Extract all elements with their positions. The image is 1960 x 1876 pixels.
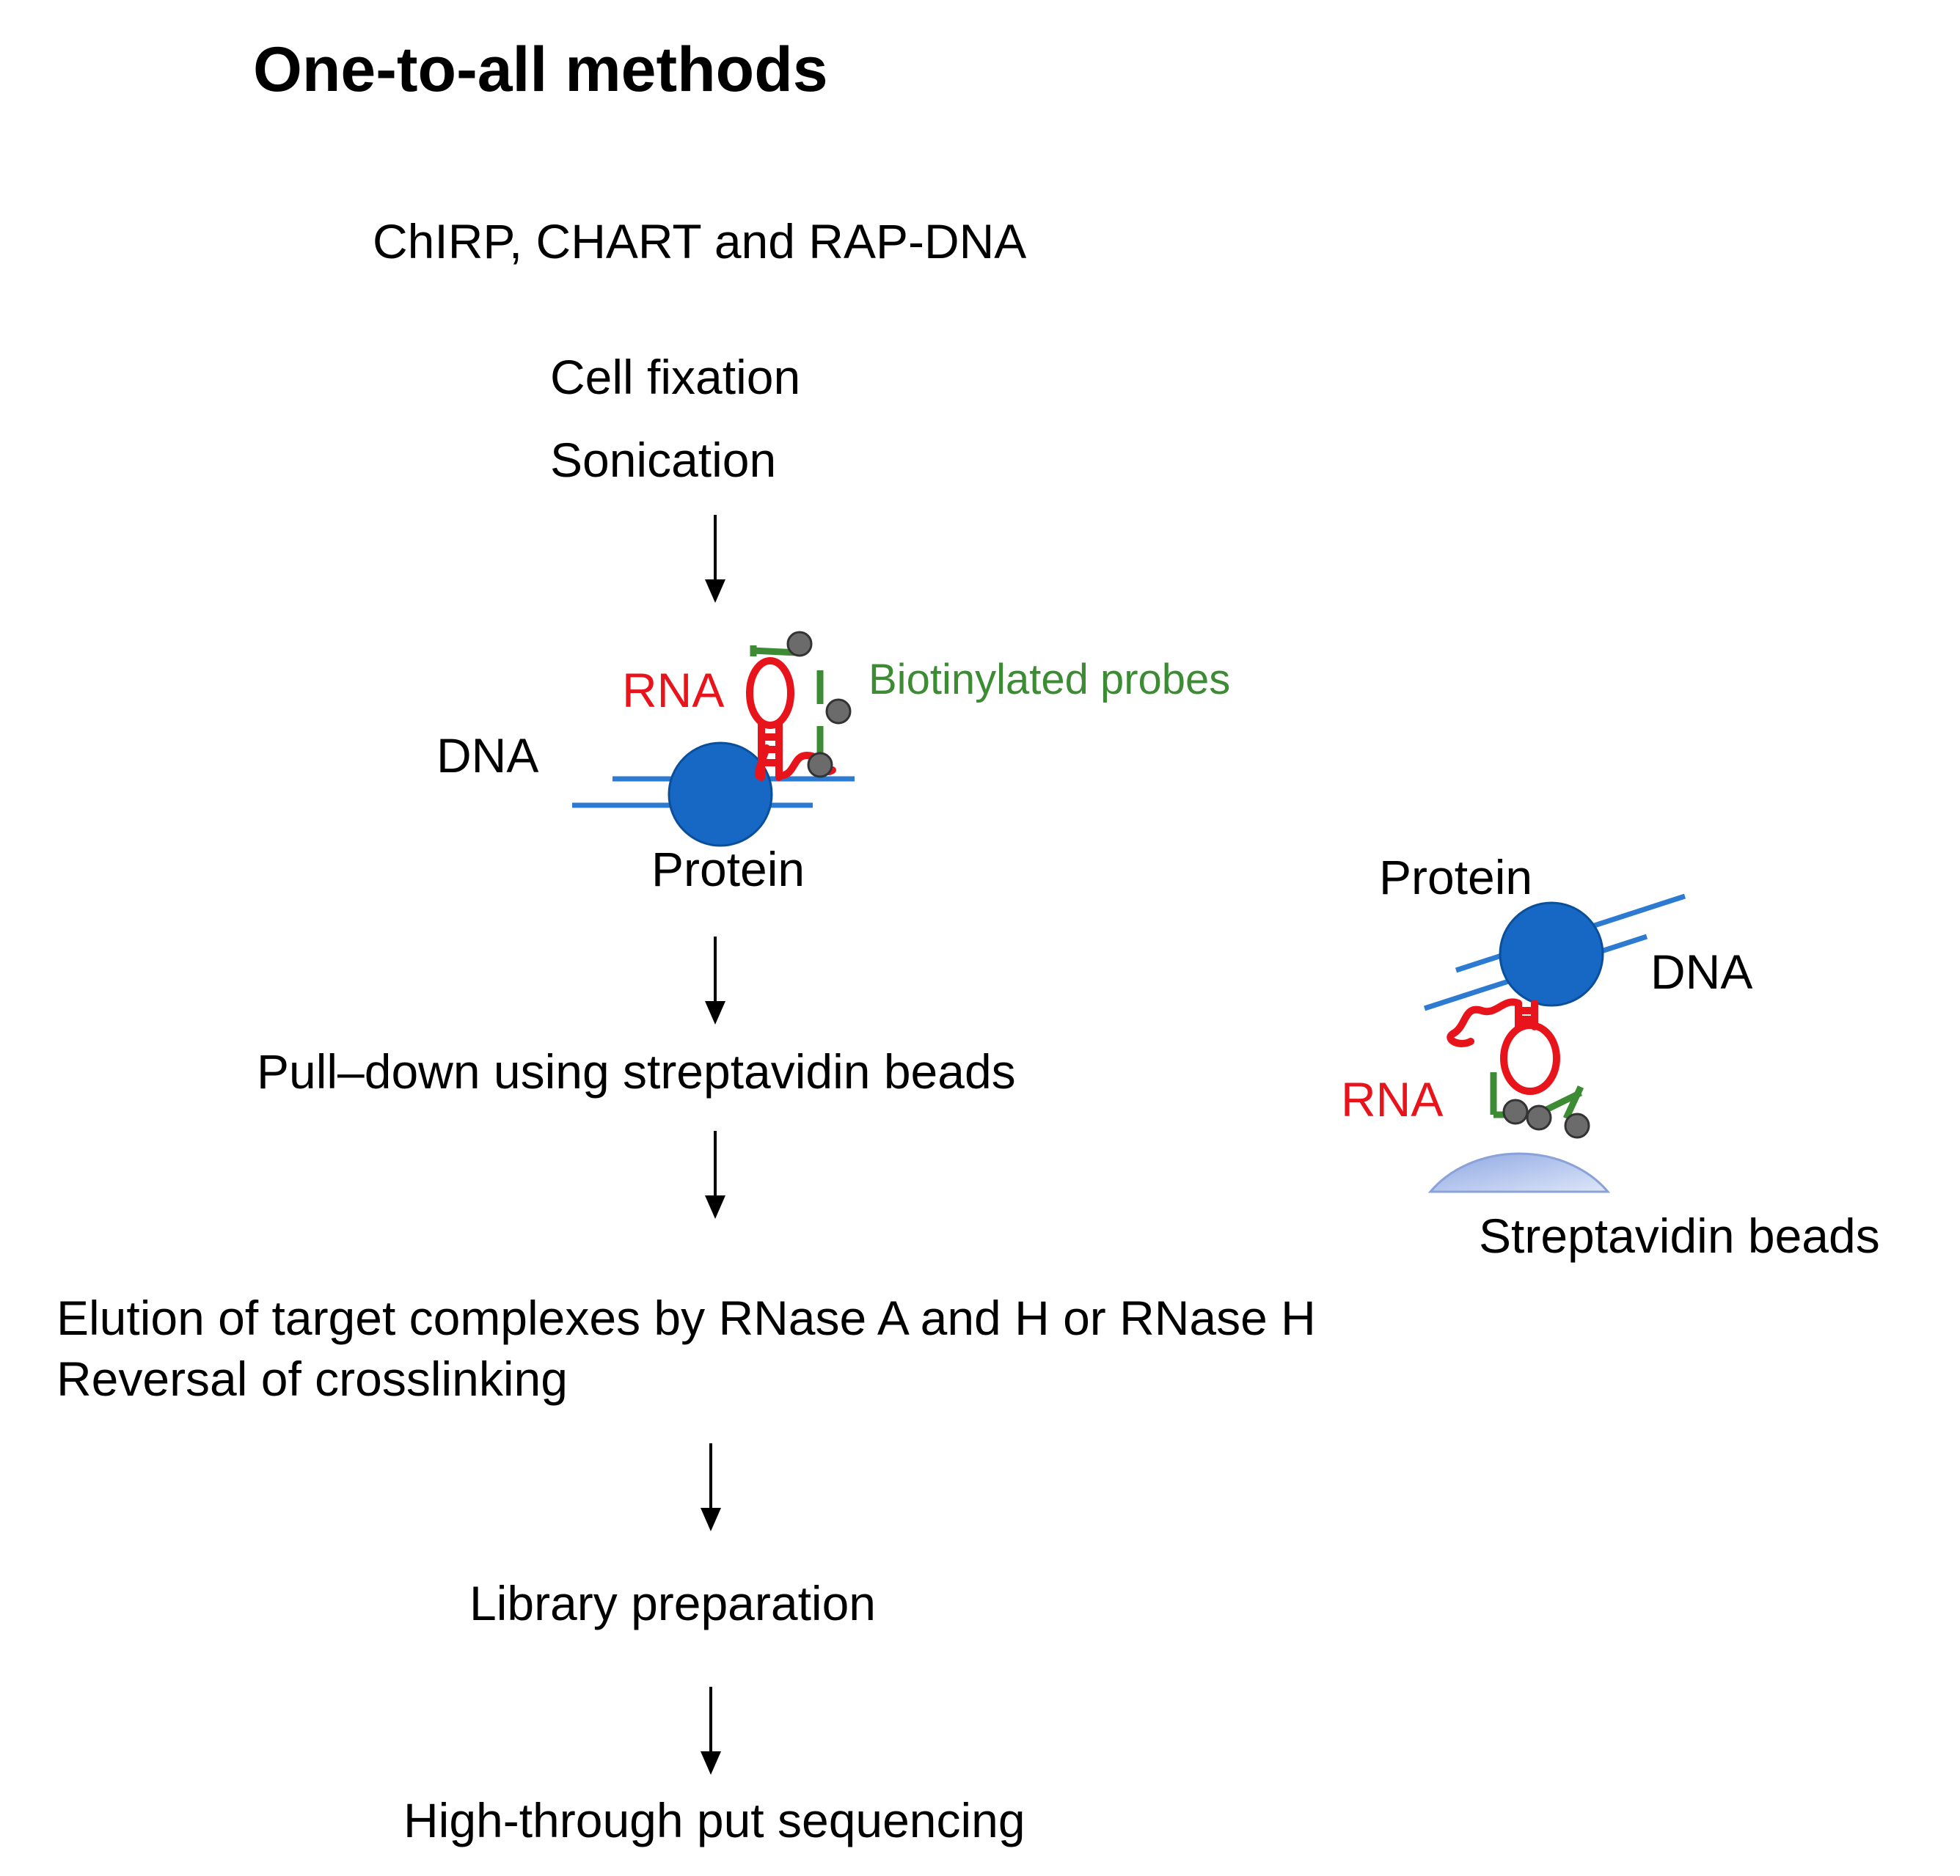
rna-label-right: RNA	[1341, 1072, 1444, 1126]
rna-right	[1447, 998, 1560, 1095]
streptavidin-bead	[1427, 1152, 1611, 1193]
rna-label-left: RNA	[622, 663, 725, 717]
complex-right	[1423, 893, 1686, 1193]
arrow-4	[701, 1443, 721, 1531]
protein-circle-left	[668, 741, 773, 847]
page-title: One-to-all methods	[253, 34, 828, 105]
biotin-left	[786, 631, 852, 778]
step-library: Library preparation	[469, 1576, 876, 1630]
arrow-5	[701, 1687, 721, 1775]
rna-left	[746, 657, 836, 781]
step-sonication: Sonication	[550, 433, 777, 487]
probes-left	[750, 645, 824, 757]
biotin-right	[1502, 1099, 1590, 1139]
streptavidin-beads-label: Streptavidin beads	[1479, 1209, 1880, 1263]
biotinylated-probes-label: Biotinylated probes	[869, 656, 1231, 703]
dna-label-left: DNA	[436, 728, 539, 783]
step-elution: Elution of target complexes by RNase A a…	[56, 1291, 1316, 1345]
step-pulldown: Pull–down using streptavidin beads	[257, 1044, 1016, 1099]
flow-arrows	[701, 515, 725, 1775]
arrow-2	[705, 937, 725, 1025]
arrow-1	[705, 515, 725, 603]
method-list: ChIRP, CHART and RAP-DNA	[373, 214, 1027, 268]
protein-circle-right	[1499, 901, 1604, 1007]
step-reversal: Reversal of crosslinking	[56, 1352, 568, 1406]
complex-left	[572, 631, 855, 847]
dna-label-right: DNA	[1650, 945, 1753, 999]
protein-label-left: Protein	[651, 842, 805, 896]
step-cell-fixation: Cell fixation	[550, 350, 801, 404]
step-sequencing: High-through put sequencing	[403, 1793, 1025, 1847]
protein-label-right: Protein	[1379, 850, 1533, 904]
arrow-3	[705, 1131, 725, 1219]
